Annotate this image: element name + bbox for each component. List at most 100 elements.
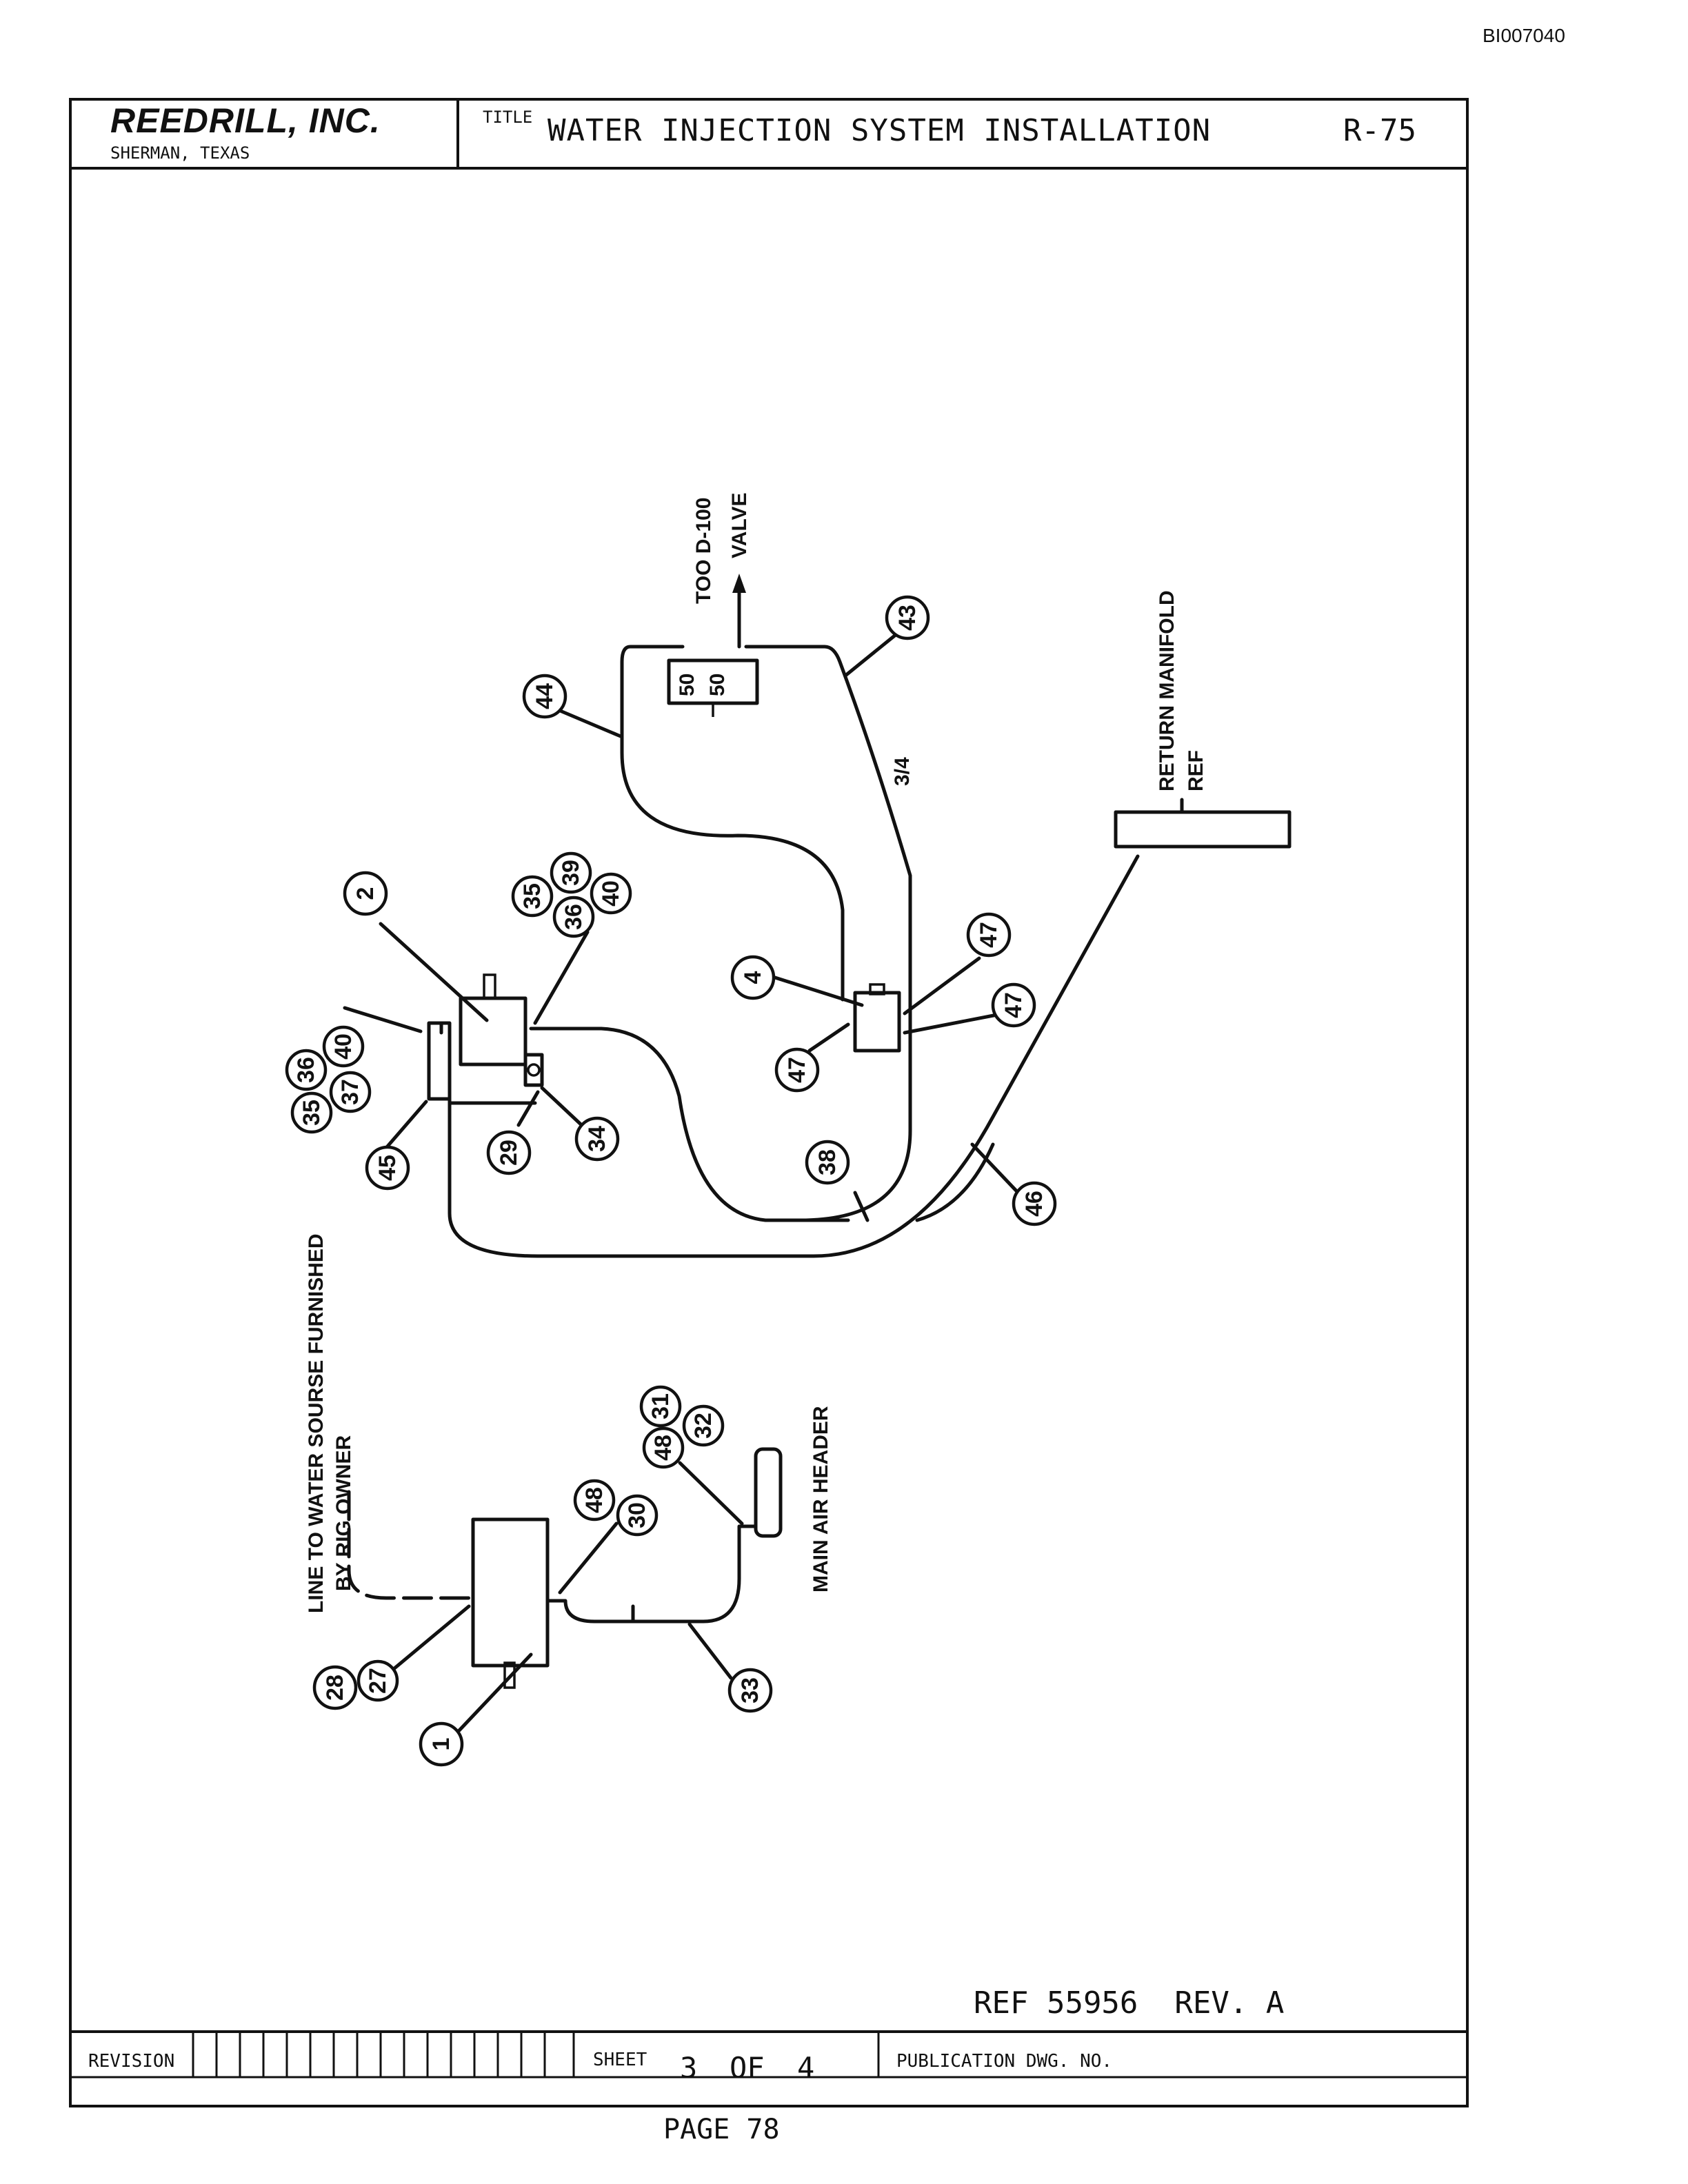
callout-2: 2	[343, 871, 388, 916]
callout-35-left: 35	[290, 1091, 333, 1134]
hose-center-line	[529, 1027, 850, 1222]
reference-number: REF 55956 REV. A	[974, 1985, 1284, 2021]
svg-text:37: 37	[337, 1079, 363, 1105]
callout-38: 38	[805, 1140, 850, 1185]
callout-39: 39	[550, 851, 592, 894]
company-cell: REEDRILL, INC. SHERMAN, TEXAS	[69, 98, 459, 167]
svg-text:29: 29	[496, 1140, 522, 1166]
svg-text:47: 47	[1001, 992, 1027, 1018]
sheet-label: SHEET	[593, 2050, 647, 2070]
svg-text:46: 46	[1021, 1191, 1047, 1217]
svg-text:36: 36	[561, 904, 587, 930]
svg-text:47: 47	[976, 922, 1002, 948]
sheet-of: OF	[730, 2051, 765, 2085]
svg-text:34: 34	[584, 1126, 610, 1152]
document-id: BI007040	[1483, 25, 1565, 46]
callout-bubbles: 44 43 2 35 36 39 40 4 47 47 47 35 36 37 …	[285, 595, 1057, 1767]
air-line	[545, 1524, 758, 1624]
label-main-air-header: MAIN AIR HEADER	[810, 1406, 832, 1593]
svg-text:35: 35	[299, 1100, 325, 1126]
water-source-line	[347, 1490, 475, 1600]
callout-37: 37	[329, 1071, 372, 1113]
title-block: REEDRILL, INC. SHERMAN, TEXAS TITLE WATE…	[69, 98, 1469, 170]
svg-text:39: 39	[558, 860, 584, 886]
callout-45: 45	[365, 1145, 410, 1191]
svg-text:40: 40	[330, 1033, 356, 1060]
callout-36-left: 36	[285, 1049, 328, 1091]
callout-47-b: 47	[991, 982, 1036, 1028]
drawing-number: R-75	[1343, 113, 1416, 148]
svg-text:35: 35	[519, 883, 545, 909]
svg-text:2: 2	[352, 887, 379, 900]
callout-30: 30	[616, 1494, 659, 1537]
label-valve: VALVE	[728, 492, 751, 558]
callout-33: 33	[727, 1668, 773, 1713]
callout-44: 44	[522, 674, 567, 719]
callout-47-a: 47	[966, 912, 1012, 958]
svg-text:30: 30	[624, 1502, 650, 1528]
svg-text:45: 45	[374, 1155, 401, 1181]
hose-to-valve-box	[620, 645, 845, 1002]
revision-grid	[69, 2033, 1469, 2079]
revision-bar: REVISION SHEET 3 OF 4 PUBLICATION DWG. N…	[69, 2030, 1469, 2107]
label-return-manifold: RETURN MANIFOLD	[1156, 590, 1178, 791]
svg-text:32: 32	[690, 1413, 716, 1439]
callout-48-b: 48	[573, 1479, 616, 1521]
arrow-head-d100	[732, 574, 746, 593]
callout-46: 46	[1012, 1181, 1057, 1226]
svg-text:40: 40	[598, 880, 624, 907]
label-box-50-b: 50	[706, 674, 729, 696]
svg-text:4: 4	[740, 971, 766, 984]
callout-35-top: 35	[511, 875, 554, 918]
fitting-29-34	[523, 1053, 544, 1087]
callout-31: 31	[639, 1385, 682, 1428]
title-label: TITLE	[483, 108, 533, 127]
callout-32: 32	[682, 1404, 725, 1447]
component-4-body	[853, 991, 901, 1053]
callout-28: 28	[312, 1665, 358, 1710]
svg-text:43: 43	[894, 605, 921, 631]
hose-bottom-sweep	[448, 854, 1140, 1258]
svg-text:36: 36	[293, 1057, 319, 1083]
bracket-45	[427, 1021, 452, 1101]
label-too-d100: TOO D-100	[692, 498, 715, 605]
callout-40-left: 40	[322, 1025, 365, 1068]
callout-4: 4	[730, 955, 776, 1000]
hose-3-4-line	[744, 645, 912, 1222]
sheet-number: 3	[680, 2051, 698, 2085]
reference-text: REF 55956	[974, 1985, 1138, 2021]
callout-27: 27	[356, 1659, 399, 1702]
svg-text:48: 48	[581, 1487, 607, 1513]
company-name: REEDRILL, INC.	[110, 101, 381, 140]
svg-text:33: 33	[737, 1677, 763, 1703]
leader-lines-lower	[376, 1461, 744, 1732]
revision-text: REV. A	[1174, 1985, 1285, 2021]
callout-1: 1	[419, 1721, 464, 1767]
return-manifold-bar	[1114, 810, 1292, 849]
svg-text:44: 44	[532, 683, 558, 709]
callout-36-top: 36	[552, 896, 595, 938]
main-air-header-pipe	[754, 1447, 783, 1538]
label-water-source: LINE TO WATER SOURSE FURNISHED	[305, 1233, 328, 1613]
svg-text:27: 27	[365, 1668, 391, 1694]
callout-29: 29	[486, 1130, 532, 1175]
svg-text:1: 1	[428, 1738, 454, 1751]
page-number: PAGE 78	[663, 2114, 780, 2145]
callout-43: 43	[885, 595, 930, 640]
label-box-50-a: 50	[676, 674, 699, 696]
callout-47-c: 47	[774, 1047, 820, 1093]
leader-lines-upper	[379, 632, 1025, 1222]
callout-34: 34	[574, 1116, 620, 1162]
svg-text:31: 31	[647, 1393, 674, 1419]
callout-40-top: 40	[590, 872, 632, 915]
svg-text:47: 47	[784, 1057, 810, 1083]
svg-text:38: 38	[814, 1149, 841, 1175]
drawing-frame	[69, 98, 1469, 2107]
sheet-total: 4	[797, 2051, 815, 2085]
valve-box-50	[667, 658, 759, 705]
revision-label: REVISION	[88, 2051, 175, 2072]
svg-text:28: 28	[322, 1675, 348, 1701]
publication-label: PUBLICATION DWG. NO.	[896, 2051, 1113, 2072]
label-3-4: 3/4	[891, 757, 914, 786]
